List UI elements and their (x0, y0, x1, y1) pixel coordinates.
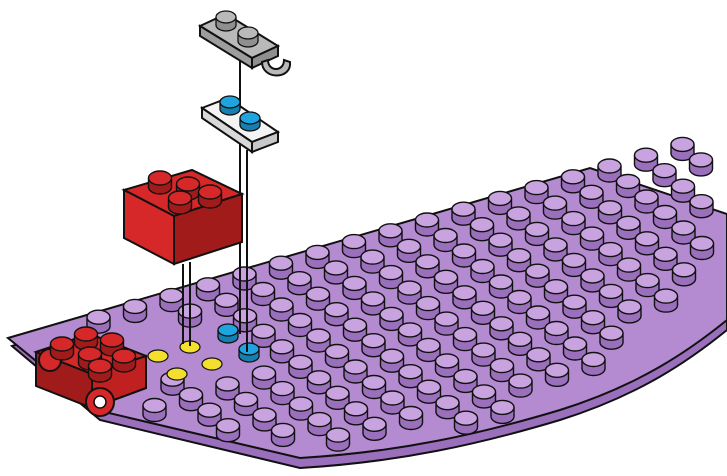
yellow-marker (166, 367, 188, 381)
baseplate-stud (325, 427, 351, 452)
baseplate-stud (671, 262, 697, 287)
baseplate-stud (122, 298, 148, 324)
baseplate-stud (142, 397, 167, 423)
cyan-marker (217, 323, 239, 344)
baseplate-stud (270, 422, 296, 448)
baseplate-stud (653, 288, 679, 313)
baseplate-stud (581, 351, 606, 377)
baseplate-stud (599, 325, 624, 350)
baseplate-stud (453, 410, 479, 435)
baseplate-stud (215, 418, 241, 443)
baseplate-stud (398, 405, 424, 431)
baseplate-stud (544, 362, 570, 387)
baseplate-stud (689, 193, 714, 219)
installed-red-pieces (33, 326, 149, 417)
baseplate-stud (689, 235, 715, 261)
baseplate-stud (490, 399, 515, 425)
yellow-marker (147, 349, 169, 363)
cyan-marker (238, 342, 260, 363)
yellow-marker (201, 357, 223, 371)
baseplate-stud (508, 373, 533, 398)
white-plate (199, 95, 281, 154)
gray-clip-plate (197, 10, 292, 77)
baseplate-stud (688, 152, 714, 177)
red-brick (121, 168, 245, 266)
baseplate-stud (617, 299, 642, 324)
baseplate-stud (362, 416, 387, 441)
